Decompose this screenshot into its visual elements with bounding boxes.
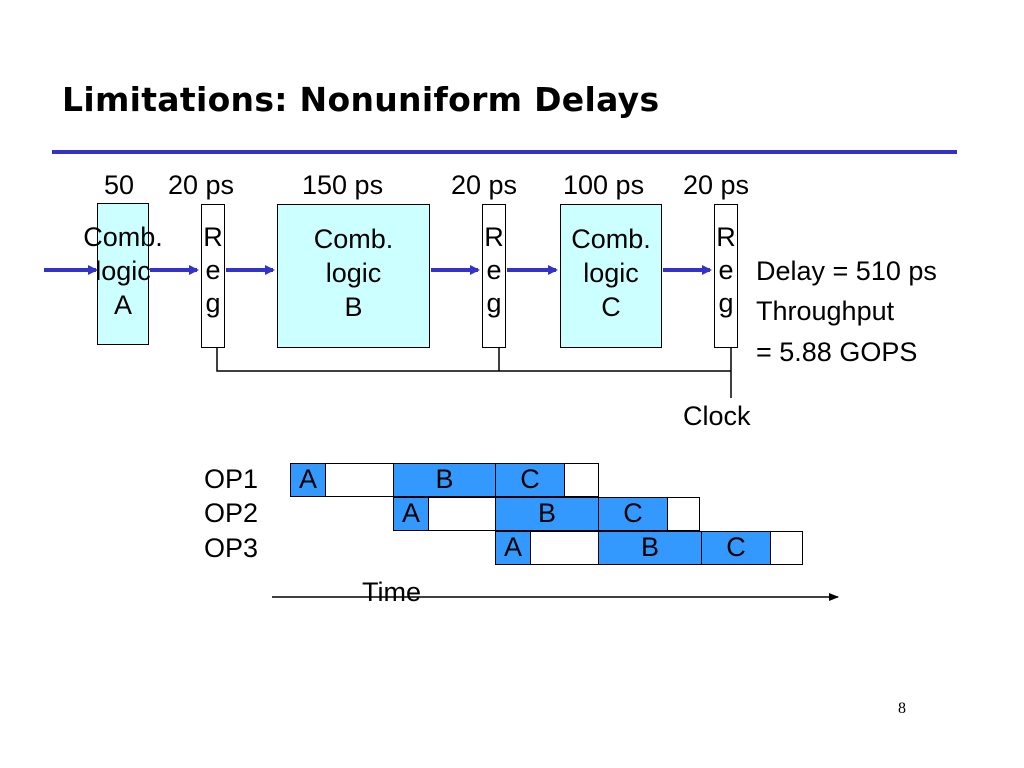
reg1-letter-g: g [205,288,221,318]
op1-stage-a: A [290,463,326,497]
reg1-letter-e: e [205,255,221,285]
op2-stage-a: A [393,497,429,531]
delay-label-c: 100 ps [563,170,645,200]
delay-label-reg2: 20 ps [451,170,518,200]
op1-stage-c: C [495,463,565,497]
comb-logic-a-box [97,203,149,345]
clock-label: Clock [683,401,751,431]
comb-logic-b-box: Comb. logic B [277,204,430,348]
block-c-line3: C [601,292,621,322]
reg3-letter-e: e [718,255,734,285]
clock-wire [216,348,732,398]
reg3-letter-g: g [718,288,734,318]
page-number: 8 [898,700,906,717]
register-2: R e g [482,204,506,348]
delay-label-a: 50 [104,170,135,200]
throughput-label: Throughput [756,296,895,326]
comb-logic-c-box: Comb. logic C [560,204,662,348]
op3-stage-b: B [598,531,702,565]
op2-tail [667,497,700,531]
block-b-line1: Comb. [313,224,394,254]
op1-label: OP1 [204,464,259,494]
reg2-letter-g: g [486,288,502,318]
op3-stage-a: A [495,531,531,565]
delay-label-reg3: 20 ps [683,170,750,200]
block-c-line2: logic [583,258,639,288]
register-1: R e g [201,204,225,348]
delay-summary: Delay = 510 ps [756,256,937,286]
op3-gap [530,531,599,565]
reg3-letter-r: R [716,222,736,252]
comb-logic-a-label: Comb. logic A [68,220,178,322]
op1-gap [325,463,394,497]
op1-stage-b: B [393,463,496,497]
delay-label-b: 150 ps [302,170,384,200]
op2-gap [428,497,496,531]
page-title: Limitations: Nonuniform Delays [62,80,660,119]
op2-label: OP2 [204,498,259,528]
op1-tail [564,463,599,497]
reg1-letter-r: R [203,222,223,252]
op2-stage-b: B [495,497,599,531]
block-b-line3: B [344,292,363,322]
title-underline [52,150,957,154]
reg2-letter-r: R [484,222,504,252]
block-c-line1: Comb. [571,224,651,254]
op3-tail [770,531,803,565]
block-a-line2: logic [95,256,151,286]
throughput-value: = 5.88 GOPS [756,337,918,367]
delay-label-reg1: 20 ps [168,170,235,200]
op3-label: OP3 [204,533,259,563]
register-3: R e g [714,204,738,348]
op3-stage-c: C [701,531,771,565]
op2-stage-c: C [598,497,668,531]
block-a-line1: Comb. [83,222,163,252]
time-label: Time [362,577,421,607]
reg2-letter-e: e [486,255,502,285]
block-b-line2: logic [325,258,382,288]
block-a-line3: A [113,290,132,320]
